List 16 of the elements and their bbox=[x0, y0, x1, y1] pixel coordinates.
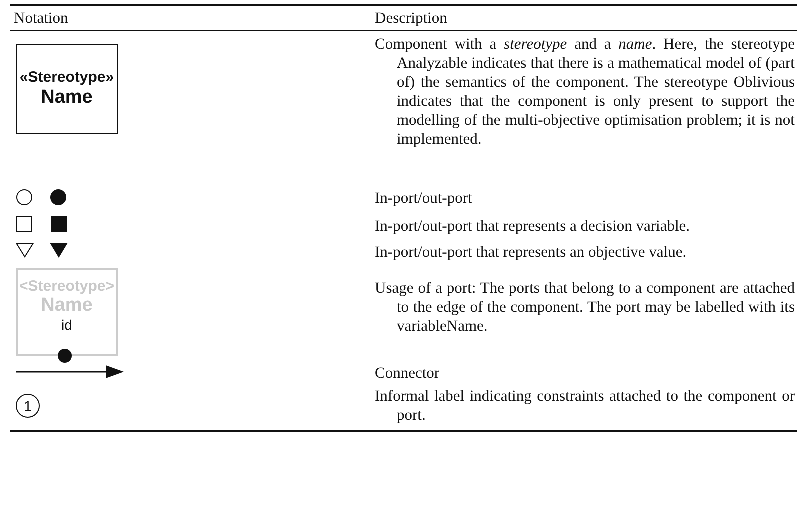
port-label: id bbox=[62, 317, 72, 334]
header-text: Description bbox=[375, 9, 448, 28]
description-text: In-port/out-port that represents an objective value. bbox=[375, 243, 688, 262]
component-box bbox=[16, 44, 118, 134]
description-text: Component with a stereotype and a name. Here, the stereotype Analyzable indicates that there is a mathematical model of (part of) the semantics of the component. The stereotype Oblivious indicates that the component is only present to support the modelling of the multi-objective optimisation problem; it is not implemented. bbox=[375, 35, 795, 149]
description-text: Usage of a port: The ports that belong to a component are attached to the edge of the component. The port may be labelled with its variableName. bbox=[375, 279, 795, 336]
description-text: In-port/out-port that represents a decision variable. bbox=[375, 217, 692, 236]
header-text: Notation bbox=[14, 9, 70, 28]
description-text: Connector bbox=[375, 364, 441, 383]
stereotype-text: «Stereotype» bbox=[20, 69, 114, 87]
component-name: Name bbox=[41, 86, 93, 109]
description-text: In-port/out-port bbox=[375, 189, 474, 208]
description-text: Informal label indicating constraints attached to the component or port. bbox=[375, 387, 795, 425]
component-box bbox=[16, 268, 118, 356]
constraint-label-circle bbox=[16, 394, 40, 418]
label-number: 1 bbox=[24, 398, 32, 414]
